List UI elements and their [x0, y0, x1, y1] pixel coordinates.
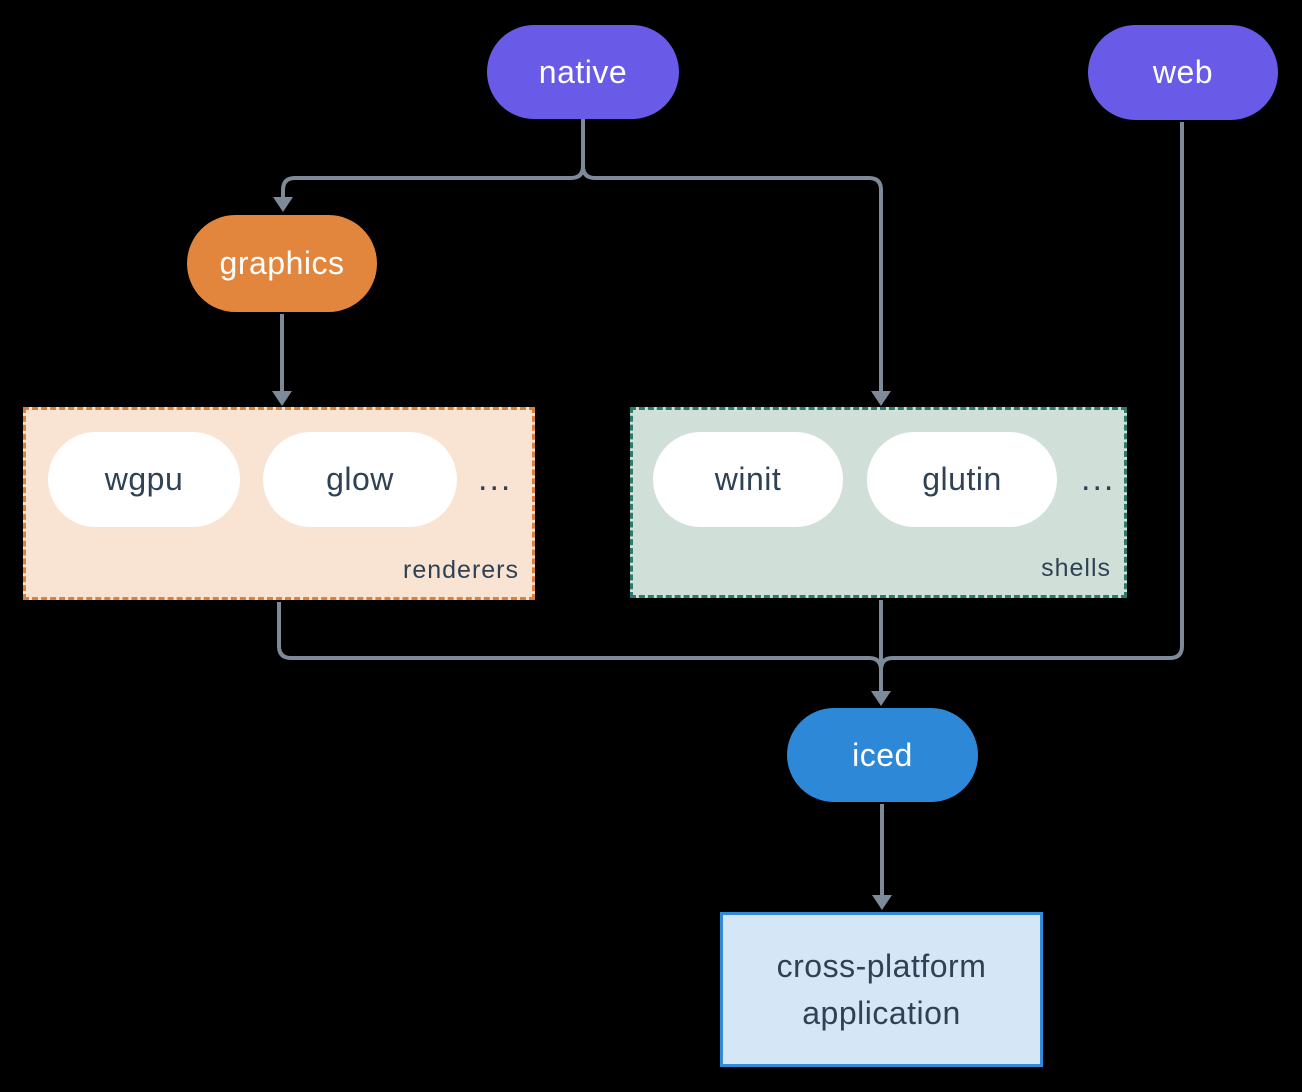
app-label-line-2: application: [802, 994, 961, 1031]
group-shells: winit glutin ... shells: [630, 407, 1127, 598]
node-native: native: [487, 25, 679, 119]
app-label-line-1: cross-platform: [776, 947, 987, 984]
node-native-label: native: [538, 53, 628, 90]
renderers-group-label: renderers: [403, 556, 519, 584]
group-renderers: wgpu glow ... renderers: [23, 407, 535, 600]
node-iced: iced: [787, 708, 978, 802]
node-glow-label: glow: [326, 461, 394, 497]
edge-native-graphics: [281, 119, 585, 197]
arrowhead-renderers: [272, 391, 292, 406]
node-glow: glow: [263, 432, 457, 527]
edge-native-shells: [581, 165, 883, 391]
node-graphics-label: graphics: [219, 245, 345, 281]
node-glutin-label: glutin: [922, 461, 1002, 497]
arrowhead-app: [872, 895, 892, 910]
node-web-label: web: [1152, 54, 1214, 90]
shells-ellipsis: ...: [1081, 460, 1116, 498]
node-graphics: graphics: [187, 215, 377, 312]
edge-renderers-iced: [277, 602, 883, 671]
node-web: web: [1088, 25, 1278, 120]
arrowhead-iced: [871, 691, 891, 706]
node-iced-label: iced: [852, 736, 913, 773]
renderers-ellipsis: ...: [478, 460, 513, 498]
arrowhead-graphics: [273, 197, 293, 212]
node-winit-label: winit: [714, 461, 782, 497]
node-wgpu-label: wgpu: [104, 461, 184, 497]
node-glutin: glutin: [867, 432, 1057, 527]
node-winit: winit: [653, 432, 843, 527]
node-cross-platform-application: cross-platform application: [720, 912, 1043, 1067]
shells-group-label: shells: [1041, 554, 1111, 582]
node-wgpu: wgpu: [48, 432, 240, 527]
arrowhead-shells: [871, 391, 891, 406]
